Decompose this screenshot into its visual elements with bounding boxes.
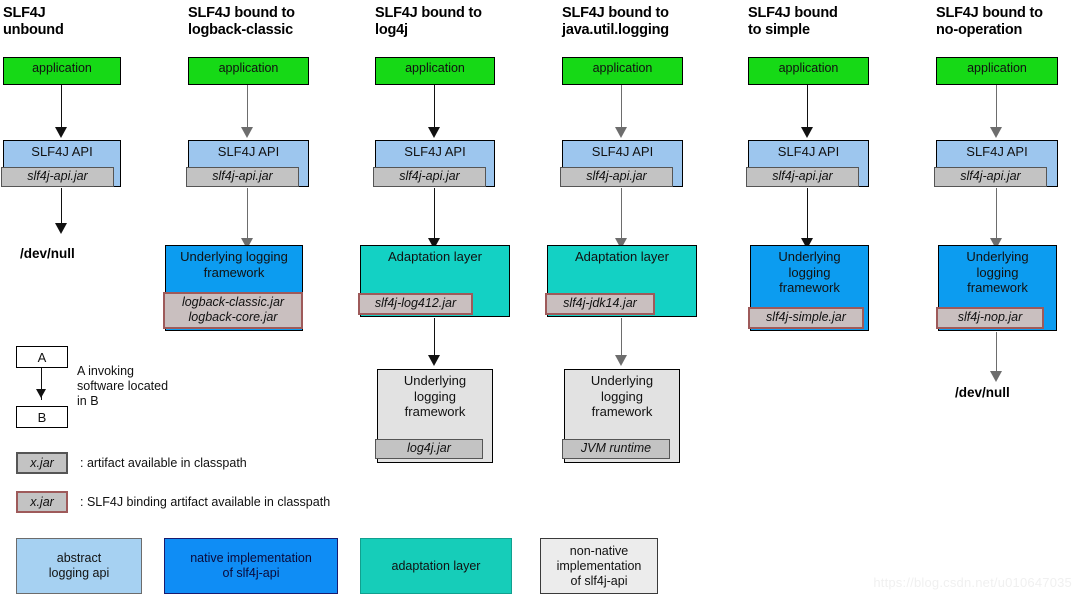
connector-adapter-to-framework-jul [621,318,622,358]
connector-adapter-to-framework-log4j [434,318,435,358]
arrowhead-api-to-impl-nop [990,238,1002,249]
legend-caption-binding-artifact: : SLF4J binding artifact available in cl… [80,495,331,509]
jar-chip-jvm-runtime: JVM runtime [562,439,670,459]
arrowhead-app-to-api-log4j [428,127,440,138]
arrowhead-api-to-adapter-log4j [428,238,440,249]
jar-chip-slf4j-api-jul: slf4j-api.jar [560,167,673,187]
arrowhead-app-to-api-simple [801,127,813,138]
legend-chip-artifact: x.jar [16,452,68,474]
connector-api-to-impl-nop [996,188,997,241]
jar-chip-log4j-jar: log4j.jar [375,439,483,459]
arrowhead-api-to-adapter-jul [615,238,627,249]
legend-swatch-native-implementation: native implementation of slf4j-api [164,538,338,594]
legend-box-b: B [16,406,68,428]
legend-caption-artifact: : artifact available in classpath [80,456,247,470]
jar-chip-log4j-binding: slf4j-log412.jar [358,293,473,315]
column-title-logback: SLF4J bound to logback-classic [188,5,295,38]
connector-app-to-api-log4j [434,85,435,129]
jar-chip-logback-binding: logback-classic.jar logback-core.jar [163,292,303,329]
watermark-text: https://blog.csdn.net/u010647035 [873,575,1072,590]
connector-app-to-api-unbound [61,85,62,129]
jar-chip-slf4j-api-log4j: slf4j-api.jar [373,167,486,187]
column-title-jul: SLF4J bound to java.util.logging [562,5,669,38]
legend-arrowhead-a-to-b [36,389,46,398]
legend-invocation-description: A invoking software located in B [77,364,169,408]
connector-app-to-api-nop [996,85,997,129]
app-box-nop: application [936,57,1058,85]
arrowhead-app-to-api-unbound [55,127,67,138]
arrowhead-adapter-to-framework-log4j [428,355,440,366]
connector-api-to-impl-simple [807,188,808,241]
connector-app-to-api-simple [807,85,808,129]
legend-swatch-abstract-logging-api: abstract logging api [16,538,142,594]
terminal-devnull-nop: /dev/null [955,385,1010,400]
legend-box-a: A [16,346,68,368]
app-box-unbound: application [3,57,121,85]
jar-chip-jdk14-binding: slf4j-jdk14.jar [545,293,655,315]
jar-chip-slf4j-api-nop: slf4j-api.jar [934,167,1047,187]
connector-api-to-adapter-log4j [434,188,435,241]
legend-connector-a-to-b [41,368,42,400]
jar-chip-slf4j-api-unbound: slf4j-api.jar [1,167,114,187]
column-title-log4j: SLF4J bound to log4j [375,5,482,38]
jar-chip-nop-binding: slf4j-nop.jar [936,307,1044,329]
arrowhead-api-to-impl-logback [241,238,253,249]
jar-chip-slf4j-api-simple: slf4j-api.jar [746,167,859,187]
app-box-jul: application [562,57,683,85]
legend-swatch-adaptation-layer: adaptation layer [360,538,512,594]
connector-api-to-impl-logback [247,188,248,241]
jar-chip-slf4j-api-logback: slf4j-api.jar [186,167,299,187]
connector-app-to-api-jul [621,85,622,129]
legend-chip-binding-artifact: x.jar [16,491,68,513]
app-box-log4j: application [375,57,495,85]
column-title-nop: SLF4J bound to no-operation [936,5,1043,38]
column-title-simple: SLF4J bound to simple [748,5,838,38]
app-box-simple: application [748,57,869,85]
arrowhead-api-to-devnull-unbound [55,223,67,234]
legend-swatch-non-native-implementation: non-native implementation of slf4j-api [540,538,658,594]
connector-api-to-adapter-jul [621,188,622,241]
app-box-logback: application [188,57,309,85]
column-title-unbound: SLF4J unbound [3,5,64,38]
arrowhead-impl-to-devnull-nop [990,371,1002,382]
arrowhead-app-to-api-logback [241,127,253,138]
connector-app-to-api-logback [247,85,248,129]
arrowhead-adapter-to-framework-jul [615,355,627,366]
connector-api-to-devnull-unbound [61,188,62,225]
terminal-devnull-unbound: /dev/null [20,246,75,261]
arrowhead-app-to-api-nop [990,127,1002,138]
connector-impl-to-devnull-nop [996,332,997,374]
arrowhead-app-to-api-jul [615,127,627,138]
jar-chip-simple-binding: slf4j-simple.jar [748,307,864,329]
arrowhead-api-to-impl-simple [801,238,813,249]
